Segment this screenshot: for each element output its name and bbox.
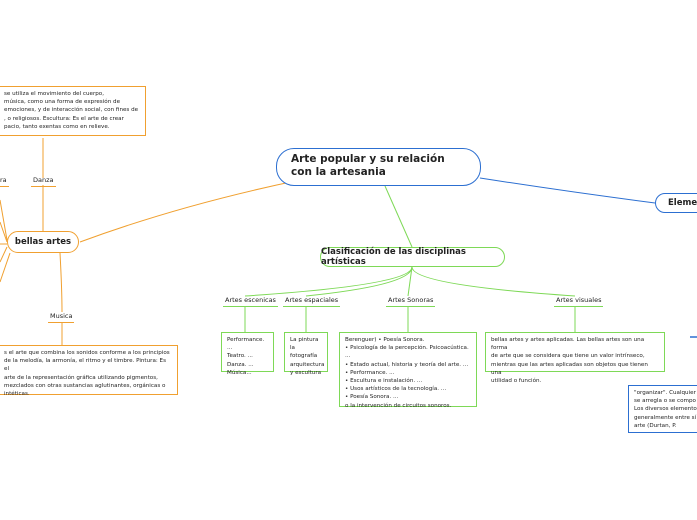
bellas-artes-label: bellas artes [14,237,72,247]
danza-label: Danza [33,176,54,184]
bellas-artes-node[interactable]: bellas artes [7,231,79,253]
visuales-line: bellas artes y artes aplicadas. Las bell… [491,337,645,352]
espaciales-line: arquitectura [290,361,325,368]
espaciales-line: La pintura [290,337,319,343]
escenicas-text-box: Performance. ... Teatro. ... Danza. ... … [221,332,274,376]
connector-clasif-sonoras [407,266,413,297]
artes-escenicas-node[interactable]: Artes escenicas [223,296,278,307]
artes-sonoras-label: Artes Sonoras [388,296,434,304]
elementos-node[interactable]: Elemen [655,193,697,213]
connector-central-bellas [79,179,301,243]
artes-visuales-node[interactable]: Artes visuales [554,296,604,307]
musica-node[interactable]: Musica [48,312,75,323]
espaciales-line: la fotografía [290,345,318,360]
central-topic-label: Arte popular y su relación con la artesa… [291,153,445,178]
artes-escenicas-label: Artes escenicas [225,296,276,304]
sonoras-line: Berenguer) • Poesía Sonora. [345,337,425,343]
sonoras-line: • Escultura e instalación. ... [345,378,423,385]
elementos-label: Elemen [668,198,697,208]
sonoras-line: o la intervención de circuitos sonoros. [345,402,452,409]
elementos-line: generalmente entre sí [634,414,697,421]
musica-text-box: s el arte que combina los sonidos confor… [0,345,178,398]
escenicas-line: Teatro. ... [227,353,253,360]
artes-espaciales-label: Artes espaciales [285,296,339,304]
visuales-line: utilidad o función. [491,378,542,385]
connector-clasif-espaciales [305,266,413,297]
musica-line: mezclados con otras sustancias aglutinan… [4,382,166,389]
sonoras-line: • Poesía Sonora. ... [345,394,399,401]
escenicas-line: Danza. ... [227,361,254,368]
connector-bellas-musica [59,252,63,313]
sonoras-line: • Estado actual, historia y teoría del a… [345,361,469,368]
escenicas-line: Performance. ... [227,337,265,352]
clasificacion-label: Clasificación de las disciplinas artísti… [321,247,466,267]
musica-line: intéticas. [4,391,30,398]
danza-line: música, como una forma de expresión de [4,99,121,106]
left-cut-label: ra [0,176,7,184]
danza-text-box: se utiliza el movimiento del cuerpo, mús… [0,86,146,136]
escenicas-line: Música... [227,369,252,376]
espaciales-text-box: La pintura la fotografía arquitectura y … [284,332,328,376]
musica-line: arte de la representación gráfica utiliz… [4,374,158,381]
connector-bellas-left2 [0,221,8,243]
connector-bellas-left4 [0,246,8,263]
elementos-line: "organizar". Cualquier o [634,390,697,396]
danza-line: se utiliza el movimiento del cuerpo, [4,91,105,97]
connector-clasif-escenicas [244,266,413,297]
elementos-line: arte (Durtan, P. [634,422,677,429]
connector-bellas-left5 [0,252,11,283]
danza-line: pacio, tanto exentas como en relieve. [4,123,110,130]
elementos-line: Los diversos elementos [634,406,697,413]
artes-sonoras-node[interactable]: Artes Sonoras [386,296,436,307]
musica-line: s el arte que combina los sonidos confor… [4,350,170,356]
visuales-text-box: bellas artes y artes aplicadas. Las bell… [485,332,665,384]
sonoras-line: • Usos artísticos de la tecnología. ... [345,386,447,393]
connector-central-elem [479,177,656,204]
danza-line: emociones, y de interacción social, con … [4,107,139,114]
central-topic[interactable]: Arte popular y su relación con la artesa… [276,148,481,186]
danza-node[interactable]: Danza [31,176,56,187]
elementos-line: se arregla o se compo [634,398,696,405]
clasificacion-node[interactable]: Clasificación de las disciplinas artísti… [320,247,505,267]
musica-label: Musica [50,312,73,320]
visuales-line: mientras que las artes aplicadas son obj… [491,361,648,376]
musica-line: de la melodía, la armonía, el ritmo y el… [4,358,167,373]
danza-line: , o religiosos. Escultura: Es el arte de… [4,115,124,122]
sonoras-line: • Performance. ... [345,369,395,376]
left-cut-node[interactable]: ra [0,176,9,187]
espaciales-line: y escultura [290,369,322,376]
connector-clasif-visuales [411,266,576,297]
visuales-line: de arte que se considera que tiene un va… [491,353,645,360]
elementos-text-box: "organizar". Cualquier o se arregla o se… [628,385,697,433]
artes-espaciales-node[interactable]: Artes espaciales [283,296,341,307]
artes-visuales-label: Artes visuales [556,296,602,304]
connector-central-clasif [384,185,413,248]
connector-bellas-left1 [0,199,8,241]
sonoras-line: • Psicología de la percepción. Psicoacús… [345,345,469,360]
sonoras-text-box: Berenguer) • Poesía Sonora. • Psicología… [339,332,477,409]
